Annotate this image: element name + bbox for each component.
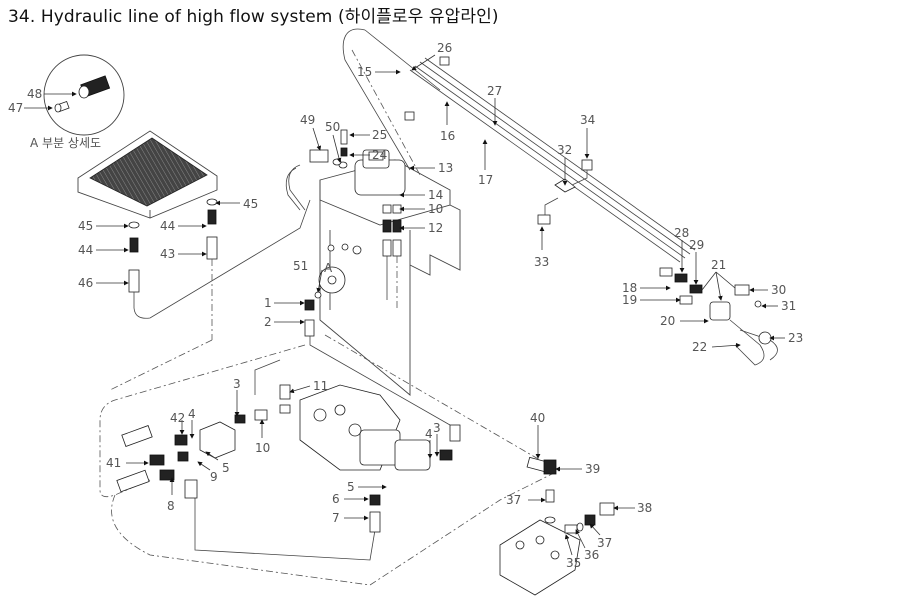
callout-40: 40 [530, 411, 545, 425]
callout-24: 24 [372, 148, 387, 162]
callout-2: 2 [264, 315, 272, 329]
clamp-block-34 [581, 159, 593, 171]
callout-34: 34 [580, 113, 595, 127]
callout-20: 20 [660, 314, 675, 328]
callout-4: 4 [425, 427, 433, 441]
callout-5: 5 [222, 461, 230, 475]
callout-27: 27 [487, 84, 502, 98]
callout-35: 35 [566, 556, 581, 570]
callout-18: 18 [622, 281, 637, 295]
callout-8: 8 [167, 499, 175, 513]
elbow-fitting-49 [285, 149, 329, 211]
diagram-title: 34. Hydraulic line of high flow system (… [8, 7, 499, 27]
detail-a-view: A 부분 상세도 [30, 54, 125, 150]
callout-17: 17 [478, 173, 493, 187]
callout-10: 10 [428, 202, 443, 216]
callout-43: 43 [160, 247, 175, 261]
callout-11: 11 [313, 379, 328, 393]
callout-29: 29 [689, 238, 704, 252]
hydraulic-pump [299, 384, 431, 471]
callout-3: 3 [233, 377, 241, 391]
callout-22: 22 [692, 340, 707, 354]
callout-32: 32 [557, 143, 572, 157]
callout-37: 37 [506, 493, 521, 507]
callout-33: 33 [534, 255, 549, 269]
breather-25 [340, 129, 348, 145]
callout-47: 47 [8, 101, 23, 115]
callout-50: 50 [325, 120, 340, 134]
callout-14: 14 [428, 188, 443, 202]
cooler-fittings [128, 198, 311, 340]
callout-13: 13 [438, 161, 453, 175]
callout-26: 26 [437, 41, 452, 55]
hose-end-2 [304, 319, 315, 337]
callout-16: 16 [440, 129, 455, 143]
callout-5: 5 [347, 480, 355, 494]
callout-41: 41 [106, 456, 121, 470]
callout-48: 48 [27, 87, 42, 101]
callout-leaders [24, 54, 785, 556]
callout-6: 6 [332, 492, 340, 506]
callout-labels: 48 47 45 45 44 44 43 46 49 50 25 24 13 1… [8, 41, 803, 570]
callout-4: 4 [188, 407, 196, 421]
tank-plate: A [318, 159, 461, 396]
callout-49: 49 [300, 113, 315, 127]
callout-28: 28 [674, 226, 689, 240]
elbow-1 [304, 299, 315, 311]
callout-44: 44 [78, 243, 93, 257]
return-filter-housing [354, 149, 406, 196]
callout-31: 31 [781, 299, 796, 313]
callout-45: 45 [78, 219, 93, 233]
callout-37: 37 [597, 536, 612, 550]
filter-plug [54, 100, 70, 113]
callout-51: 51 [293, 259, 308, 273]
callout-23: 23 [788, 331, 803, 345]
clamp-block-33 [537, 214, 551, 225]
tank-fittings [382, 204, 402, 310]
callout-39: 39 [585, 462, 600, 476]
callout-21: 21 [711, 258, 726, 272]
high-flow-hoses [409, 57, 696, 263]
callout-3: 3 [433, 421, 441, 435]
callout-7: 7 [332, 511, 340, 525]
callout-36: 36 [584, 548, 599, 562]
callout-9: 9 [210, 470, 218, 484]
callout-10: 10 [255, 441, 270, 455]
callout-1: 1 [264, 296, 272, 310]
callout-45: 45 [243, 197, 258, 211]
callout-30: 30 [771, 283, 786, 297]
filter-element [78, 75, 111, 99]
callout-15: 15 [357, 65, 372, 79]
callout-42: 42 [170, 411, 185, 425]
oil-cooler [77, 130, 218, 219]
control-valve [499, 519, 581, 596]
callout-46: 46 [78, 276, 93, 290]
return-line-loop [342, 28, 441, 176]
detail-a-caption: A 부분 상세도 [30, 136, 101, 150]
callout-19: 19 [622, 293, 637, 307]
diverter-valve-block [116, 359, 291, 499]
nipple-24 [340, 147, 348, 157]
callout-25: 25 [372, 128, 387, 142]
callout-44: 44 [160, 219, 175, 233]
quick-couplers [659, 267, 778, 366]
detail-a-marker: A [324, 261, 333, 275]
callout-12: 12 [428, 221, 443, 235]
callout-38: 38 [637, 501, 652, 515]
